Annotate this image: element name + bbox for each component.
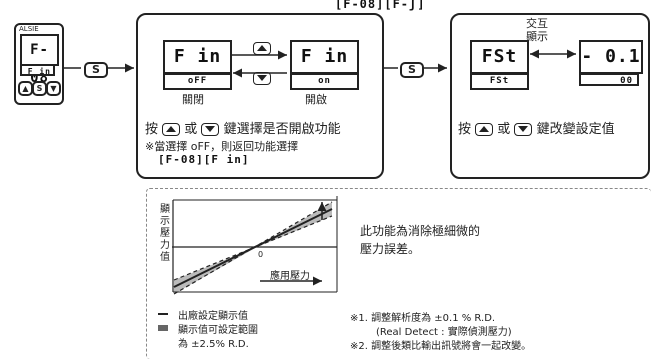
y-char: 壓 [160,228,170,239]
note-1: ※1. 調整解析度為 ±0.1 % R.D. [350,313,496,324]
off-label: 關閉 [182,93,204,106]
toggle-display-off-main: F in [163,40,232,74]
instruction-press: 按 [145,122,159,137]
explanation-box [146,188,651,359]
toggle-instruction: 按 或 鍵選擇是否開啟功能 [145,118,341,137]
value-adjust-panel [450,13,650,179]
toggle-arrows [231,50,287,78]
description-line-2: 壓力誤差。 [360,242,421,256]
toggle-note-2: [F-08][F in] [158,153,250,166]
alternate-arrow [530,49,576,59]
down-button-icon-2 [514,123,533,136]
down-button-icon [201,123,220,136]
adjust-display-left-main: FSt [470,40,529,74]
device-down-button[interactable]: ▼ [46,81,61,96]
y-char: 力 [160,240,170,251]
alternate-display-label: 交互 顯示 [526,17,548,43]
adjust-display-left-sub: FSt [470,73,529,90]
adjust-instruction: 按 或 鍵改變設定值 [458,118,615,137]
s-button-2[interactable]: S [400,62,424,78]
instruction-or-2: 或 [497,122,511,137]
sub-display: F in [20,64,55,76]
legend-range-1: 顯示值可設定範圍 [178,325,258,336]
legend-line-marker [158,313,168,315]
error-graph [172,196,338,295]
legend-band-marker [158,325,168,331]
s-button-1[interactable]: S [84,62,108,78]
toggle-display-on-sub: on [290,73,359,90]
up-button-icon-2 [475,123,494,136]
factory-setting-line [173,208,333,288]
instruction-action-2: 鍵改變設定值 [536,122,615,137]
brand-label: ALSIE [19,25,39,33]
toggle-note-1: ※當選擇 oFF，則返回功能選擇 [145,140,299,153]
instruction-action: 鍵選擇是否開啟功能 [223,122,341,137]
origin-label: 0 [258,250,264,259]
toggle-display-off-sub: oFF [163,73,232,90]
note-2: ※2. 調整後類比輸出訊號將會一起改變。 [350,341,532,352]
on-label: 開啟 [305,93,327,106]
instruction-press-2: 按 [458,122,472,137]
title-fragment: [F-08][F-ʃ] [335,0,426,11]
x-axis-label: 應用壓力 [270,271,310,282]
instruction-or: 或 [184,122,198,137]
note-1-detail: (Real Detect : 實際偵測壓力) [376,327,512,338]
legend-range-2: 為 ±2.5% R.D. [178,339,249,350]
up-button-icon [162,123,181,136]
adjust-display-right-main: - 0.1 [579,40,643,74]
toggle-display-on-main: F in [290,40,359,74]
y-char: 值 [160,252,170,263]
y-char: 顯 [160,204,170,215]
legend-factory: 出廠設定顯示值 [178,311,248,322]
y-char: 示 [160,216,170,227]
controller-device: ALSIE F-08 F in ▲ S ▼ [14,23,64,105]
adjust-display-right-sub: 00 [579,73,639,86]
y-axis-label: 顯 示 壓 力 值 [158,204,172,264]
description-line-1: 此功能為消除極細微的 [360,224,481,238]
